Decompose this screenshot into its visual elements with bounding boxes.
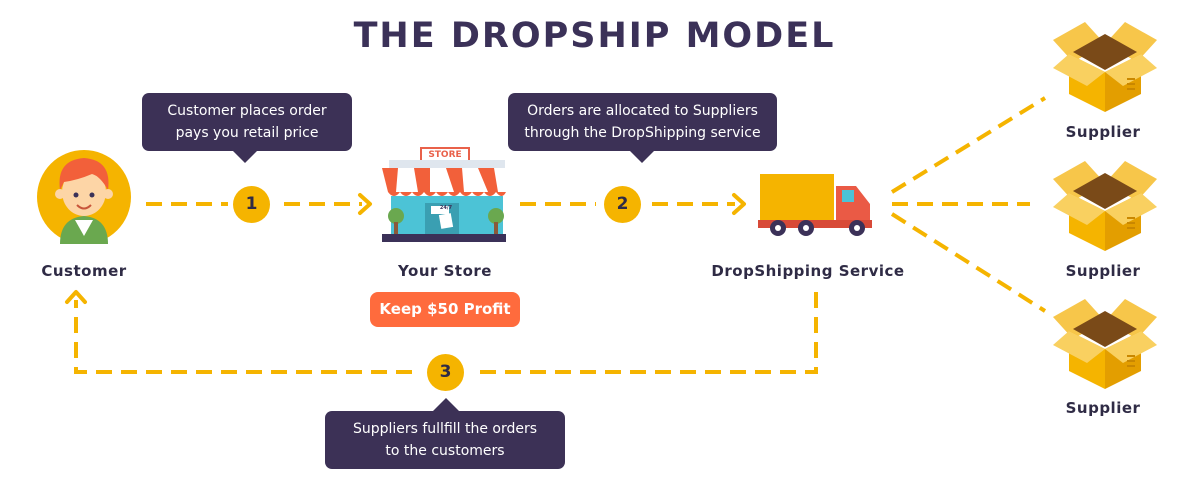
customer-label: Customer bbox=[41, 262, 127, 280]
step1-bubble: Customer places order pays you retail pr… bbox=[142, 93, 352, 151]
awning bbox=[382, 168, 512, 196]
step2-line1: Orders are allocated to Suppliers bbox=[527, 103, 758, 119]
step2-number: 2 bbox=[604, 186, 641, 223]
arrowhead-to-customer bbox=[65, 290, 87, 304]
arrowhead-to-store bbox=[358, 193, 372, 215]
step1-line1: Customer places order bbox=[167, 103, 327, 119]
arrowheads bbox=[65, 193, 746, 304]
arrowhead-to-service bbox=[732, 193, 746, 215]
connector-return-path-left bbox=[74, 300, 412, 374]
step3-line1: Suppliers fullfill the orders bbox=[352, 421, 538, 437]
store-door-sign: 24/7 bbox=[439, 205, 453, 211]
supplier-box-icon-middle bbox=[1053, 161, 1157, 251]
step2-bubble: Orders are allocated to Suppliers throug… bbox=[508, 93, 777, 151]
delivery-truck-icon bbox=[758, 174, 872, 236]
step1-line2: pays you retail price bbox=[175, 125, 319, 141]
connector-service-to-supplier-bottom bbox=[890, 212, 1047, 313]
supplier-label-bottom: Supplier bbox=[1065, 399, 1141, 417]
connector-return-path-right bbox=[480, 292, 818, 374]
step3-bubble-pointer bbox=[433, 398, 459, 411]
step3-line2: to the customers bbox=[385, 443, 505, 459]
dropshipping-service-label: DropShipping Service bbox=[711, 262, 905, 280]
customer-avatar-icon bbox=[37, 150, 131, 244]
supplier-label-middle: Supplier bbox=[1065, 262, 1141, 280]
profit-badge: Keep $50 Profit bbox=[370, 292, 520, 327]
dashed-connectors bbox=[74, 96, 1047, 374]
store-label: Your Store bbox=[398, 262, 492, 280]
store-icon bbox=[382, 147, 512, 242]
supplier-box-icon-bottom bbox=[1053, 299, 1157, 389]
diagram-title: THE DROPSHIP MODEL bbox=[353, 16, 836, 56]
step3-number: 3 bbox=[427, 354, 464, 391]
step2-line2: through the DropShipping service bbox=[524, 125, 761, 141]
step1-bubble-pointer bbox=[232, 150, 258, 163]
step3-bubble: Suppliers fullfill the orders to the cus… bbox=[325, 411, 565, 469]
connector-service-to-supplier-top bbox=[890, 96, 1047, 194]
step2-bubble-pointer bbox=[629, 150, 655, 163]
step1-number: 1 bbox=[233, 186, 270, 223]
supplier-box-icon-top bbox=[1053, 22, 1157, 112]
supplier-label-top: Supplier bbox=[1065, 123, 1141, 141]
store-sign-text: STORE bbox=[428, 150, 462, 160]
